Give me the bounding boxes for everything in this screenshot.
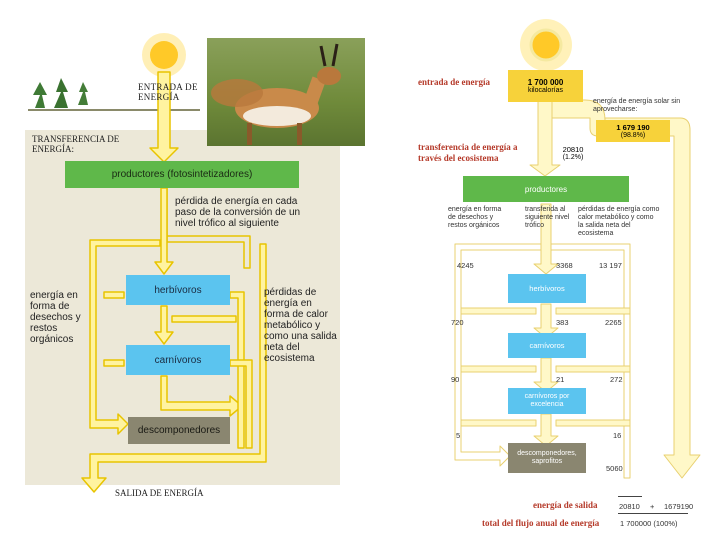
value-5: 5	[456, 431, 461, 440]
transfer-label: TRANSFERENCIA DE ENERGÍA:	[32, 134, 120, 154]
value-21: 21	[556, 375, 565, 384]
pronghorn-photo	[207, 38, 365, 146]
unused-value: 1 679 190	[616, 123, 650, 132]
exit-label-right: energía de salida	[533, 500, 598, 510]
value-3368: 3368	[556, 261, 573, 270]
value-13197: 13 197	[599, 261, 622, 270]
exit-label: SALIDA DE ENERGÍA	[115, 488, 204, 498]
exit-value-a: 20810	[619, 502, 640, 511]
value-383: 383	[556, 318, 569, 327]
unused-solar-box: 1 679 190 (98.8%)	[596, 120, 670, 142]
col-waste-label: energía en forma de desechos y restos or…	[448, 206, 502, 229]
value-2265: 2265	[605, 318, 622, 327]
value-90: 90	[451, 375, 460, 384]
producers-label-right: productores	[524, 184, 568, 194]
col-loss-label: pérdidas de energía como calor metabólic…	[578, 206, 660, 237]
total-value: 1 700000 (100%)	[620, 519, 678, 528]
total-rule	[618, 513, 688, 514]
value-5060: 5060	[606, 464, 623, 473]
entry-label-right: entrada de energía	[418, 77, 490, 87]
carnivores-label-right: carnívoros	[529, 341, 565, 350]
herbivores-box: herbívoros	[126, 275, 230, 305]
entry-unit: kilocalorías	[527, 87, 563, 94]
exit-value-b: 1679190	[664, 502, 694, 511]
carnivores-label: carnívoros	[154, 354, 202, 366]
carnivores-box-right: carnívoros	[508, 333, 586, 358]
waste-label: energía en forma de desechos y restos or…	[30, 290, 81, 345]
value-16: 16	[613, 431, 622, 440]
exit-plus: +	[650, 502, 655, 511]
herbivores-label-right: herbívoros	[529, 284, 565, 293]
decomposers-label-right: descomponedores, saprofitos	[517, 450, 577, 465]
value-720: 720	[451, 318, 464, 327]
loss-note: pérdida de energía en cada paso de la co…	[175, 196, 301, 229]
value-4245: 4245	[457, 261, 474, 270]
top-carnivores-label: carnívoros por excelencia	[524, 393, 570, 408]
decomposers-box: descomponedores	[128, 417, 230, 444]
exit-rule	[618, 496, 642, 497]
producers-label: productores (fotosintetizadores)	[111, 169, 253, 180]
top-carnivores-box: carnívoros por excelencia	[508, 388, 586, 414]
unused-pct: (98.8%)	[620, 132, 646, 139]
total-label: total del flujo anual de energía	[482, 518, 600, 528]
decomposers-label: descomponedores	[137, 425, 221, 436]
decomposers-box-right: descomponedores, saprofitos	[508, 443, 586, 473]
producers-box: productores (fotosintetizadores)	[65, 161, 299, 188]
producers-box-right: productores	[463, 176, 629, 202]
transfer-label-right: transferencia de energía a través del ec…	[418, 142, 518, 163]
entry-label: ENTRADA DE ENERGÍA	[138, 82, 198, 102]
transfer-value: 20810	[562, 145, 584, 154]
herbivores-label: herbívoros	[154, 284, 202, 296]
entry-value: 1 700 000	[527, 78, 564, 87]
heat-loss-label: pérdidas de energía en forma de calor me…	[264, 287, 337, 364]
transfer-value-box: 20810 (1.2%)	[554, 142, 592, 164]
unused-solar-label: energía de energía solar sin aprovechars…	[593, 98, 681, 113]
herbivores-box-right: herbívoros	[508, 274, 586, 303]
value-272: 272	[610, 375, 623, 384]
carnivores-box: carnívoros	[126, 345, 230, 375]
col-transfer-label: transferida al siguiente nivel trófico	[525, 206, 570, 229]
entry-value-box: 1 700 000 kilocalorías	[508, 70, 583, 102]
transfer-pct: (1.2%)	[562, 154, 584, 161]
